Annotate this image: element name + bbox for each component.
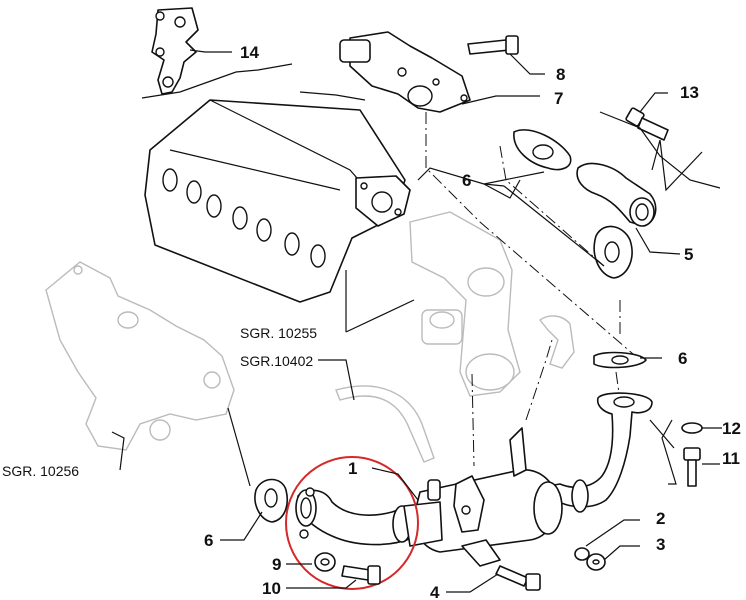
callout-7: 7 bbox=[554, 89, 563, 108]
nut-part-9 bbox=[314, 552, 336, 572]
callout-6-lower: 6 bbox=[204, 531, 213, 550]
intake-manifold bbox=[144, 99, 411, 303]
callout-5: 5 bbox=[684, 245, 693, 264]
callout-9: 9 bbox=[272, 555, 281, 574]
callout-12: 12 bbox=[722, 419, 741, 438]
callout-1: 1 bbox=[348, 459, 357, 478]
bracket-part-14 bbox=[151, 7, 199, 95]
callout-13: 13 bbox=[680, 83, 699, 102]
callout-8: 8 bbox=[556, 65, 565, 84]
pipe-elbow-part-5 bbox=[576, 162, 657, 227]
callout-3: 3 bbox=[656, 535, 665, 554]
nut-part-2 bbox=[574, 547, 590, 561]
ref-sgr-10255: SGR. 10255 bbox=[240, 325, 317, 341]
egr-valve-part-7 bbox=[339, 31, 471, 113]
exhaust-manifold-ghost bbox=[45, 261, 235, 451]
gasket-right-part-6 bbox=[593, 351, 647, 369]
highlight-circle bbox=[285, 456, 419, 590]
gasket-middle-part-6 bbox=[593, 225, 633, 279]
gasket-lower-part-6 bbox=[254, 478, 288, 523]
ref-sgr-10256: SGR. 10256 bbox=[2, 463, 79, 479]
callout-2: 2 bbox=[656, 509, 665, 528]
callout-4: 4 bbox=[430, 583, 440, 600]
callout-10: 10 bbox=[262, 579, 281, 598]
washer-part-12 bbox=[681, 422, 703, 434]
pipe-part-1 bbox=[295, 487, 443, 547]
callout-6-right: 6 bbox=[678, 349, 687, 368]
bolt-part-8 bbox=[467, 35, 519, 55]
bolt-part-13 bbox=[625, 107, 669, 141]
egr-valve-ghost bbox=[409, 211, 521, 397]
callout-11: 11 bbox=[722, 449, 740, 468]
bolt-part-4 bbox=[495, 565, 541, 591]
callout-6-upper: 6 bbox=[462, 171, 471, 190]
bolt-part-10 bbox=[341, 565, 381, 585]
bolt-part-11 bbox=[683, 447, 701, 487]
nut-part-3 bbox=[586, 553, 606, 571]
callout-14: 14 bbox=[240, 43, 259, 62]
gasket-upper-part-6 bbox=[513, 129, 572, 171]
ref-sgr-10402: SGR.10402 bbox=[240, 353, 313, 369]
egr-cooler-assembly bbox=[414, 392, 653, 567]
